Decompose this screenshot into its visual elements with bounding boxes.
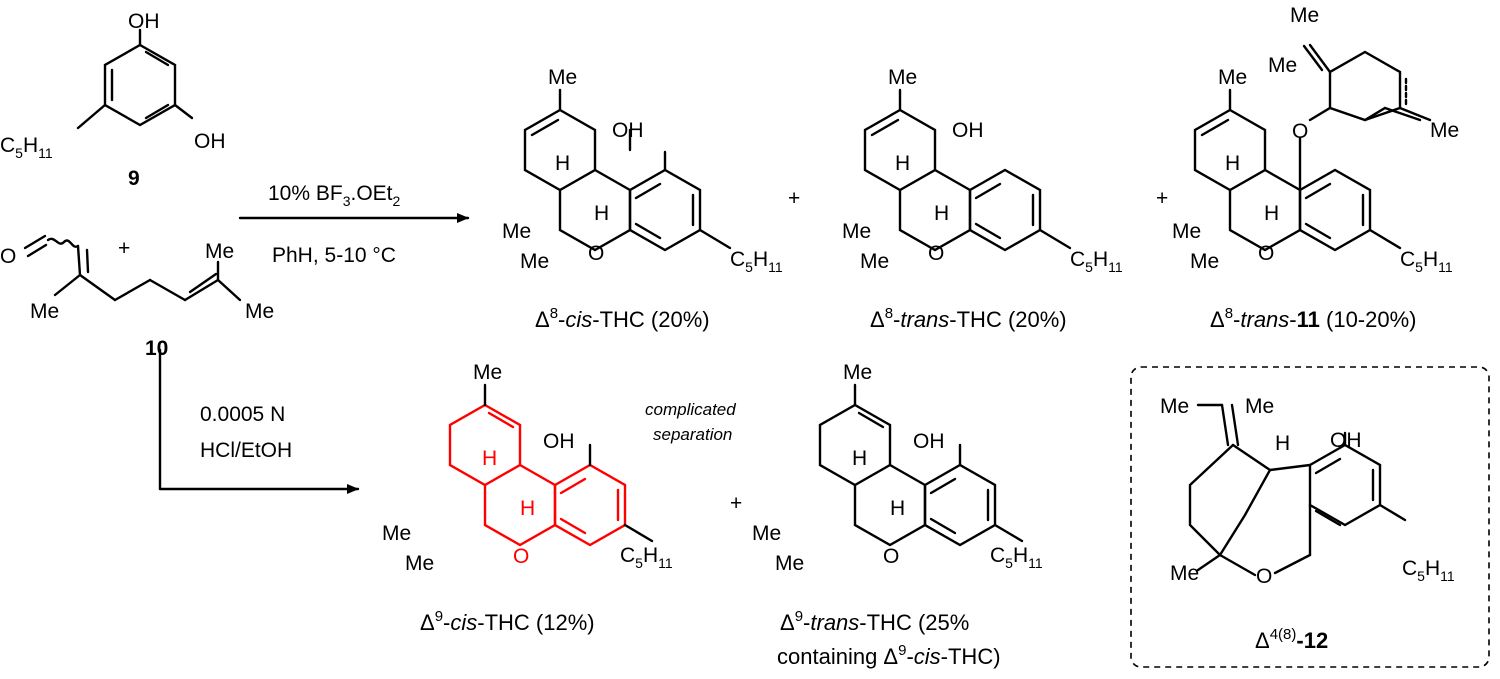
product-label-d9-cis: Δ9-cis-THC (12%) (420, 608, 595, 635)
svg-text:Me: Me (860, 250, 889, 273)
svg-text:Me: Me (520, 250, 549, 273)
svg-text:O: O (1258, 242, 1274, 265)
bottom-reaction-arrow: 0.0005 N HCl/EtOH (158, 348, 360, 494)
svg-text:Me: Me (405, 552, 434, 575)
pentyl-label: C5H11 (0, 134, 53, 161)
svg-text:H: H (1264, 202, 1279, 225)
structure-d8-trans-11: Me H H Me Me O C5H11 O Me Me Me (1172, 4, 1459, 275)
svg-text:Me: Me (382, 522, 411, 545)
svg-text:C5H11: C5H11 (1070, 248, 1123, 275)
svg-text:H: H (895, 152, 910, 175)
svg-text:OH: OH (612, 119, 644, 142)
svg-text:H: H (1275, 432, 1290, 455)
me-label: Me (245, 300, 274, 323)
structure-d8-cis-thc: Me OH H H Me Me O C5H11 (502, 66, 783, 275)
aldehyde-o: O (0, 245, 16, 268)
product-label-d8-cis: Δ8-cis-THC (20%) (535, 305, 710, 332)
svg-text:C5H11: C5H11 (1402, 557, 1455, 584)
svg-text:O: O (883, 545, 899, 568)
product-label-d48-12: Δ4(8)-12 (1255, 626, 1328, 653)
product-label-d8-trans: Δ8-trans-THC (20%) (870, 305, 1067, 332)
svg-text:O: O (513, 545, 529, 568)
svg-text:O: O (928, 242, 944, 265)
product-label-d9-trans-line2: containing Δ9-cis-THC) (777, 642, 1001, 669)
svg-text:H: H (520, 497, 535, 520)
top-reaction-arrow: 10% BF3.OEt2 PhH, 5-10 °C (238, 182, 470, 267)
svg-text:Me: Me (1290, 4, 1319, 27)
reagent-label: 10% BF3.OEt2 (268, 182, 401, 209)
svg-text:H: H (1225, 152, 1240, 175)
plus-sign: + (1156, 187, 1168, 210)
svg-text:O: O (588, 242, 604, 265)
me-label: Me (205, 240, 234, 263)
separation-note: separation (653, 425, 732, 444)
svg-text:Me: Me (1172, 220, 1201, 243)
svg-text:H: H (852, 447, 867, 470)
compound-10: O + Me Me Me 10 (0, 234, 274, 360)
svg-text:C5H11: C5H11 (1400, 248, 1453, 275)
svg-text:H: H (555, 152, 570, 175)
acid-concentration: 0.0005 N (200, 403, 285, 426)
svg-text:Me: Me (1190, 250, 1219, 273)
svg-text:OH: OH (543, 430, 575, 453)
svg-text:Me: Me (473, 361, 502, 384)
svg-text:Me: Me (842, 220, 871, 243)
plus-sign: + (118, 237, 130, 260)
svg-text:Me: Me (1245, 395, 1274, 418)
svg-text:C5H11: C5H11 (730, 248, 783, 275)
svg-text:Me: Me (843, 361, 872, 384)
svg-text:Me: Me (1170, 562, 1199, 585)
me-label: Me (30, 300, 59, 323)
svg-text:Me: Me (775, 552, 804, 575)
svg-text:Me: Me (752, 522, 781, 545)
structure-d9-trans-thc: Me OH H H Me Me O C5H11 (752, 361, 1043, 575)
svg-text:H: H (594, 202, 609, 225)
svg-text:Me: Me (1160, 395, 1189, 418)
structure-d8-trans-thc: Me OH H H Me Me O C5H11 (842, 66, 1123, 275)
dashed-box (1130, 366, 1490, 668)
svg-text:H: H (934, 202, 949, 225)
svg-text:O: O (1292, 120, 1308, 143)
plus-sign: + (788, 187, 800, 210)
svg-text:Me: Me (502, 220, 531, 243)
svg-text:Me: Me (1218, 66, 1247, 89)
compound-number: 10 (145, 337, 168, 360)
solvent-label: PhH, 5-10 °C (272, 244, 396, 267)
structure-d9-cis-thc: Me OH H H Me Me O C5H11 (382, 361, 673, 575)
svg-text:Me: Me (548, 66, 577, 89)
oh-label: OH (128, 10, 160, 33)
svg-text:C5H11: C5H11 (620, 544, 673, 571)
svg-text:O: O (1256, 565, 1272, 588)
svg-text:OH: OH (913, 430, 945, 453)
svg-text:OH: OH (952, 119, 984, 142)
plus-sign: + (730, 492, 742, 515)
acid-solvent: HCl/EtOH (200, 439, 292, 462)
svg-text:H: H (482, 447, 497, 470)
svg-text:Me: Me (1430, 119, 1459, 142)
svg-text:H: H (890, 497, 905, 520)
svg-text:OH: OH (1330, 429, 1362, 452)
product-label-d9-trans: Δ9-trans-THC (25% (780, 608, 969, 635)
compound-number: 9 (128, 167, 140, 190)
compound-9: OH OH C5H11 9 (0, 10, 226, 190)
svg-text:Me: Me (1268, 54, 1297, 77)
svg-text:Me: Me (888, 66, 917, 89)
product-label-d8-trans-11: Δ8-trans-11 (10-20%) (1210, 305, 1416, 332)
separation-note: complicated (645, 400, 736, 419)
oh-label: OH (194, 130, 226, 153)
svg-text:C5H11: C5H11 (990, 544, 1043, 571)
structure-d48-12: Me Me H O OH C5H11 Me (1160, 395, 1455, 588)
